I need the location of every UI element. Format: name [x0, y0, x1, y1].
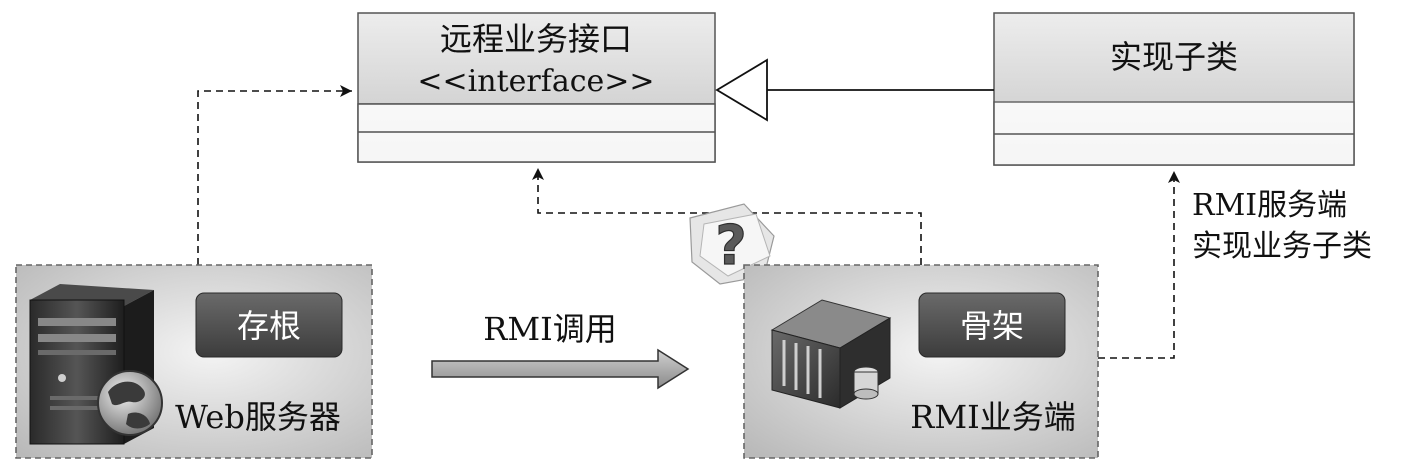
web-server-caption: Web服务器	[175, 398, 341, 436]
skeleton-label-box	[918, 292, 1066, 358]
impl-class-box: 实现子类	[993, 12, 1355, 166]
rmi-call-arrow: RMI调用	[431, 310, 690, 390]
rmi-server-impl-line	[1098, 171, 1180, 359]
interface-class-name: 远程业务接口	[440, 20, 632, 58]
globe-icon	[97, 370, 163, 436]
stub-label: 存根	[237, 307, 301, 345]
skeleton-label: 骨架	[960, 307, 1024, 345]
generalization-arrow	[715, 58, 994, 122]
impl-note-line2: 实现业务子类	[1192, 229, 1372, 264]
question-mark-glyph: ?	[715, 214, 746, 277]
question-mark-icon: ?	[689, 203, 775, 285]
rmi-server-caption: RMI业务端	[910, 398, 1076, 436]
stub-label-box	[195, 292, 343, 358]
interface-stereotype: <<interface>>	[417, 64, 654, 99]
hollow-triangle-arrowhead	[715, 58, 768, 122]
rmi-server-node: 骨架 RMI业务端	[743, 264, 1099, 459]
rack-server-icon	[770, 299, 892, 409]
impl-note-line1: RMI服务端	[1192, 188, 1347, 223]
impl-note: RMI服务端 实现业务子类	[1192, 188, 1372, 264]
rmi-call-label: RMI调用	[483, 310, 617, 348]
impl-class-name: 实现子类	[1110, 38, 1238, 76]
web-server-node: 存根 Web服务器	[15, 264, 373, 459]
interface-class-box: 远程业务接口 <<interface>>	[357, 12, 716, 163]
web-server-dependency-line	[197, 85, 352, 265]
